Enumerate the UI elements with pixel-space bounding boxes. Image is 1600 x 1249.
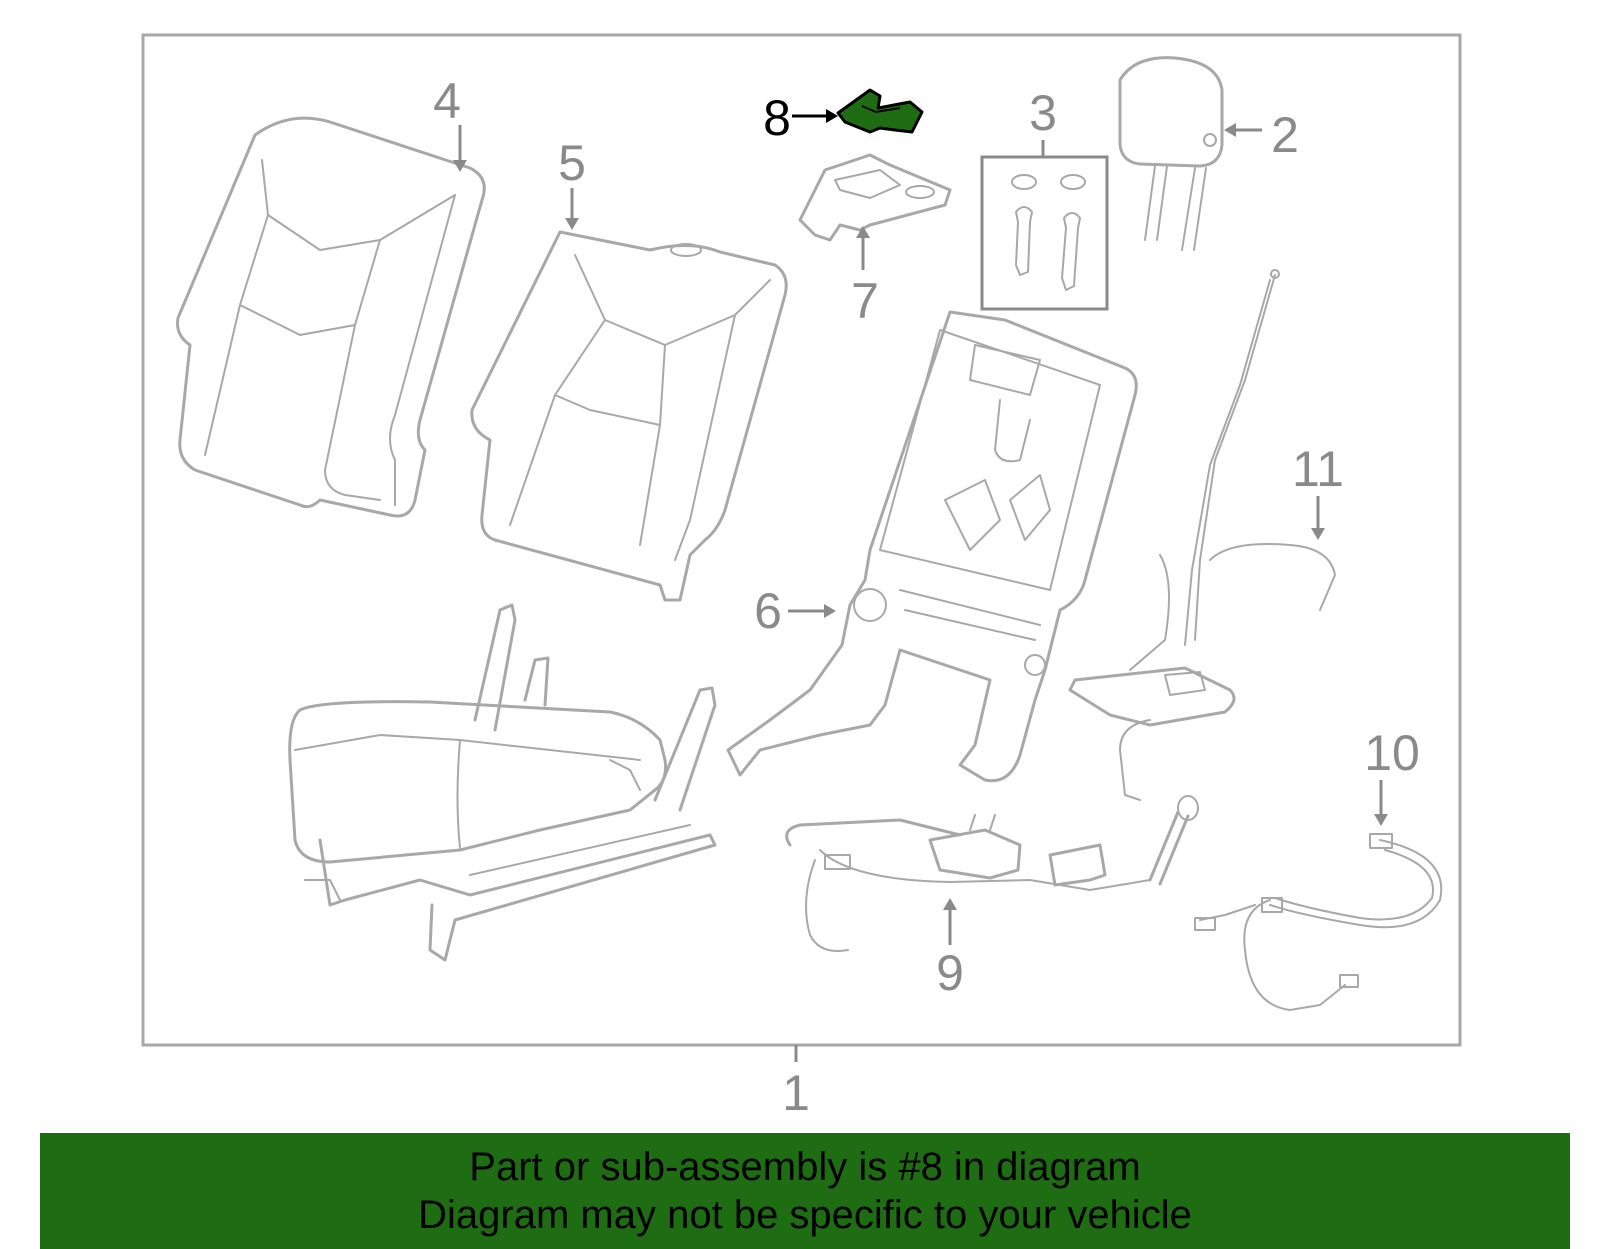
parts-diagram: 4 5 7 8 3 [141,33,1462,1120]
callout-7: 7 [851,273,879,329]
callout-2: 2 [1271,107,1299,163]
callout-6: 6 [754,583,782,639]
callout-4: 4 [433,73,461,129]
part-7-bracket[interactable] [798,153,952,242]
part-9-recliner-harness[interactable] [785,795,1199,952]
part-4-seatback-cover[interactable] [176,116,486,518]
part-6-seatback-frame[interactable] [726,310,1138,783]
part-11-cable-harness[interactable] [1068,269,1336,801]
callout-3: 3 [1029,85,1057,141]
banner-line-2: Diagram may not be specific to your vehi… [418,1193,1192,1237]
part-5-seatback-panel[interactable] [470,230,788,602]
callout-9: 9 [936,945,964,1001]
callout-5: 5 [558,135,586,191]
banner-line-1: Part or sub-assembly is #8 in diagram [469,1145,1141,1189]
diagram-frame [141,33,1462,1047]
part-1-seat-cushion[interactable] [288,603,717,962]
callout-8: 8 [763,90,791,146]
part-8-clip-highlighted[interactable] [836,88,924,134]
info-banner: Part or sub-assembly is #8 in diagram Di… [40,1133,1570,1249]
callout-11: 11 [1292,441,1344,497]
callout-10: 10 [1364,725,1420,781]
part-2-headrest[interactable] [1118,56,1224,251]
part-10-release-cable[interactable] [1194,833,1443,1011]
callout-1: 1 [782,1065,810,1120]
part-3-hardware-kit[interactable] [980,155,1109,311]
